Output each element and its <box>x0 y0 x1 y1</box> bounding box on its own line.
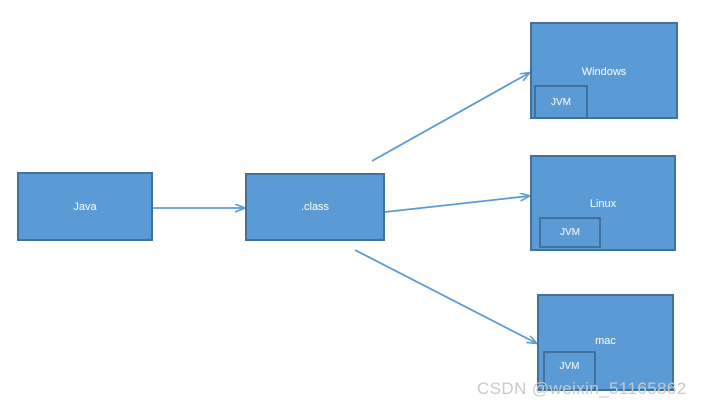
jvm-box-mac[interactable]: JVM <box>543 351 596 391</box>
platform-box-mac[interactable]: mac JVM <box>537 294 674 391</box>
platform-box-windows[interactable]: Windows JVM <box>530 22 678 119</box>
jvm-label-windows: JVM <box>551 96 571 108</box>
jvm-box-windows[interactable]: JVM <box>534 85 588 119</box>
intermediate-box-class[interactable]: .class <box>245 173 385 241</box>
arrow-class-to-windows <box>371 73 529 162</box>
platform-box-linux[interactable]: Linux JVM <box>530 155 676 251</box>
jvm-label-linux: JVM <box>560 227 580 238</box>
jvm-box-linux[interactable]: JVM <box>539 217 601 248</box>
intermediate-box-label: .class <box>300 201 330 213</box>
arrow-class-to-mac <box>354 249 536 343</box>
source-box-label: Java <box>73 200 97 213</box>
platform-label-mac: mac <box>595 335 616 347</box>
platform-label-windows: Windows <box>581 66 627 78</box>
watermark: CSDN @weixin_51165862 <box>477 379 687 398</box>
platform-label-linux: Linux <box>589 198 617 210</box>
jvm-label-mac: JVM <box>559 360 580 372</box>
source-box-java[interactable]: Java <box>17 172 153 241</box>
arrow-class-to-linux <box>384 196 529 213</box>
